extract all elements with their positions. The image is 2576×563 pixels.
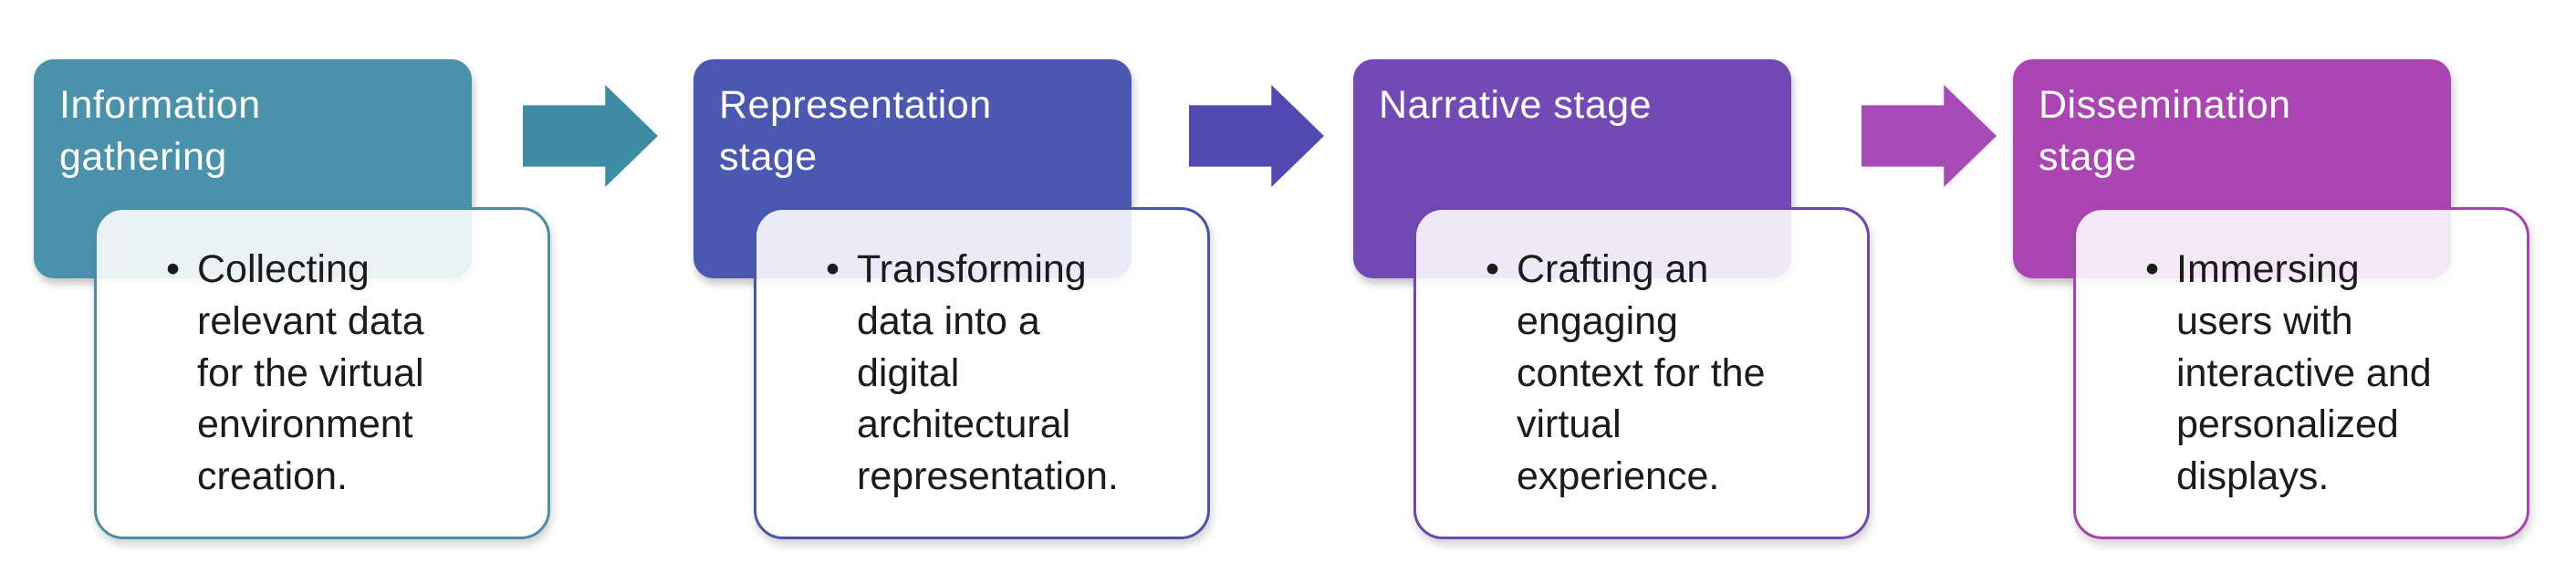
stage-description: Collecting relevant data for the virtual… bbox=[197, 247, 424, 499]
stage-card: • Crafting an engaging context for the v… bbox=[1413, 207, 1870, 539]
stage-card: • Transforming data into a digital archi… bbox=[754, 207, 1210, 539]
bullet-marker: • bbox=[1486, 247, 1500, 292]
stage-block-representation-stage: Representation stage • Transforming data… bbox=[694, 0, 1353, 563]
bullet-marker: • bbox=[826, 247, 840, 292]
bullet-row: • Crafting an engaging context for the v… bbox=[1486, 244, 1792, 503]
stage-card: • Collecting relevant data for the virtu… bbox=[94, 207, 550, 539]
stage-title: Dissemination stage bbox=[2039, 83, 2291, 179]
stage-block-dissemination-stage: Dissemination stage • Immersing users wi… bbox=[2013, 0, 2576, 563]
bullet-row: • Collecting relevant data for the virtu… bbox=[166, 244, 473, 503]
stage-title: Representation stage bbox=[719, 83, 992, 179]
stage-block-narrative-stage: Narrative stage • Crafting an engaging c… bbox=[1353, 0, 2013, 563]
stage-title: Narrative stage bbox=[1379, 83, 1653, 127]
bullet-marker: • bbox=[2145, 247, 2160, 292]
stage-title: Information gathering bbox=[59, 83, 261, 179]
bullet-marker: • bbox=[166, 247, 181, 292]
stage-card: • Immersing users with interactive and p… bbox=[2073, 207, 2529, 539]
stage-description: Transforming data into a digital archite… bbox=[857, 247, 1119, 499]
bullet-row: • Transforming data into a digital archi… bbox=[826, 244, 1132, 503]
stage-description: Crafting an engaging context for the vir… bbox=[1517, 247, 1766, 499]
bullet-row: • Immersing users with interactive and p… bbox=[2145, 244, 2452, 503]
stage-block-information-gathering: Information gathering • Collecting relev… bbox=[34, 0, 694, 563]
stage-description: Immersing users with interactive and per… bbox=[2176, 247, 2432, 499]
